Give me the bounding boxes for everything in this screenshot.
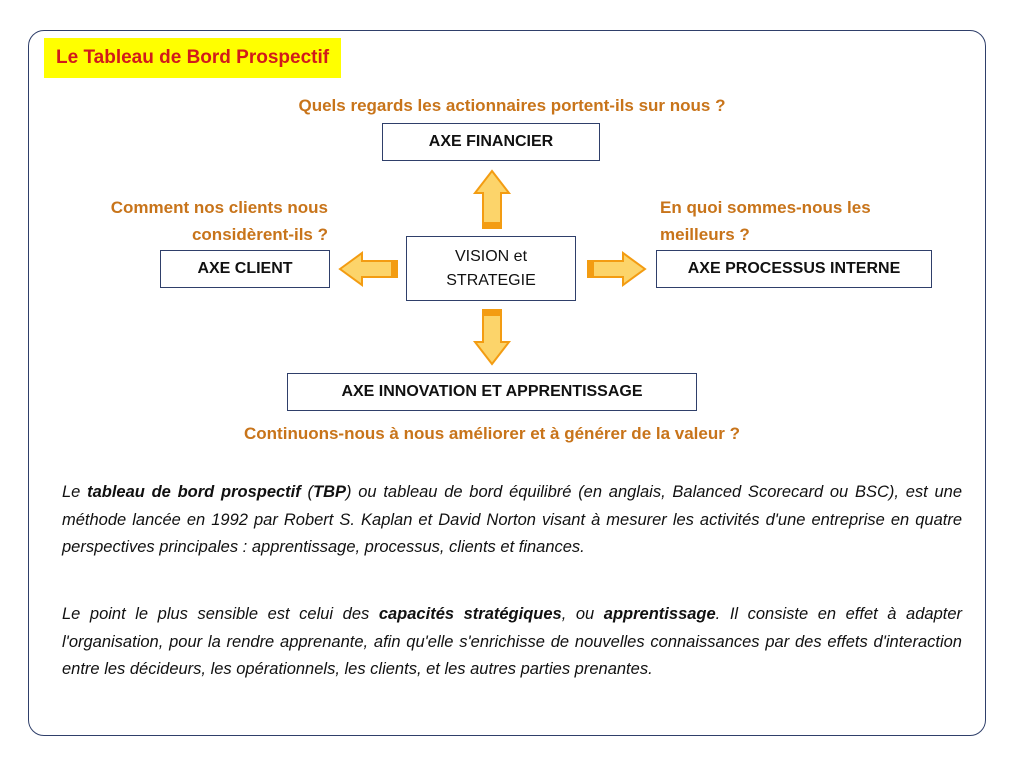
- arrow-left-base: [391, 261, 397, 277]
- arrow-right-icon: [587, 251, 647, 287]
- axe-client-box: AXE CLIENT: [160, 250, 330, 288]
- arrow-right-base: [588, 261, 594, 277]
- slide-title: Le Tableau de Bord Prospectif: [44, 38, 342, 78]
- question-processus: En quoi sommes-nous les meilleurs ?: [660, 198, 871, 244]
- p1-text-3: ) ou tableau de bord équilibré (en angla…: [62, 483, 962, 556]
- p2-text-1: Le point le plus sensible est celui des: [62, 605, 379, 623]
- p1-bold-tbp: TBP: [313, 483, 347, 501]
- axe-processus-box: AXE PROCESSUS INTERNE: [656, 250, 932, 288]
- arrow-up-base: [483, 222, 501, 228]
- p2-text-2: , ou: [561, 605, 604, 623]
- p1-text-2: (: [300, 483, 314, 501]
- arrow-up-icon: [472, 169, 512, 229]
- paragraph-apprentissage: Le point le plus sensible est celui des …: [62, 601, 962, 684]
- arrow-left-icon: [338, 251, 398, 287]
- question-client: Comment nos clients nous considèrent-ils…: [110, 198, 328, 244]
- arrow-down-base: [483, 310, 501, 316]
- slide-frame: [28, 30, 986, 736]
- arrow-down-icon: [472, 309, 512, 366]
- p2-bold-capacites: capacités stratégiques: [378, 605, 562, 623]
- vision-strategie-box: VISION et STRATEGIE: [406, 236, 576, 301]
- question-innovation: Continuons-nous à nous améliorer et à gé…: [244, 424, 740, 443]
- p2-text-3: . Il consiste en effet à adapter l'organ…: [62, 605, 962, 678]
- p1-text-1: Le: [62, 483, 88, 501]
- paragraph-definition: Le tableau de bord prospectif (TBP) ou t…: [62, 479, 962, 562]
- axe-financier-box: AXE FINANCIER: [382, 123, 600, 161]
- p1-bold-tbp-full: tableau de bord prospectif: [87, 483, 301, 501]
- p2-bold-apprentissage: apprentissage: [603, 605, 716, 623]
- axe-innovation-box: AXE INNOVATION ET APPRENTISSAGE: [287, 373, 697, 411]
- question-financier: Quels regards les actionnaires portent-i…: [298, 96, 726, 115]
